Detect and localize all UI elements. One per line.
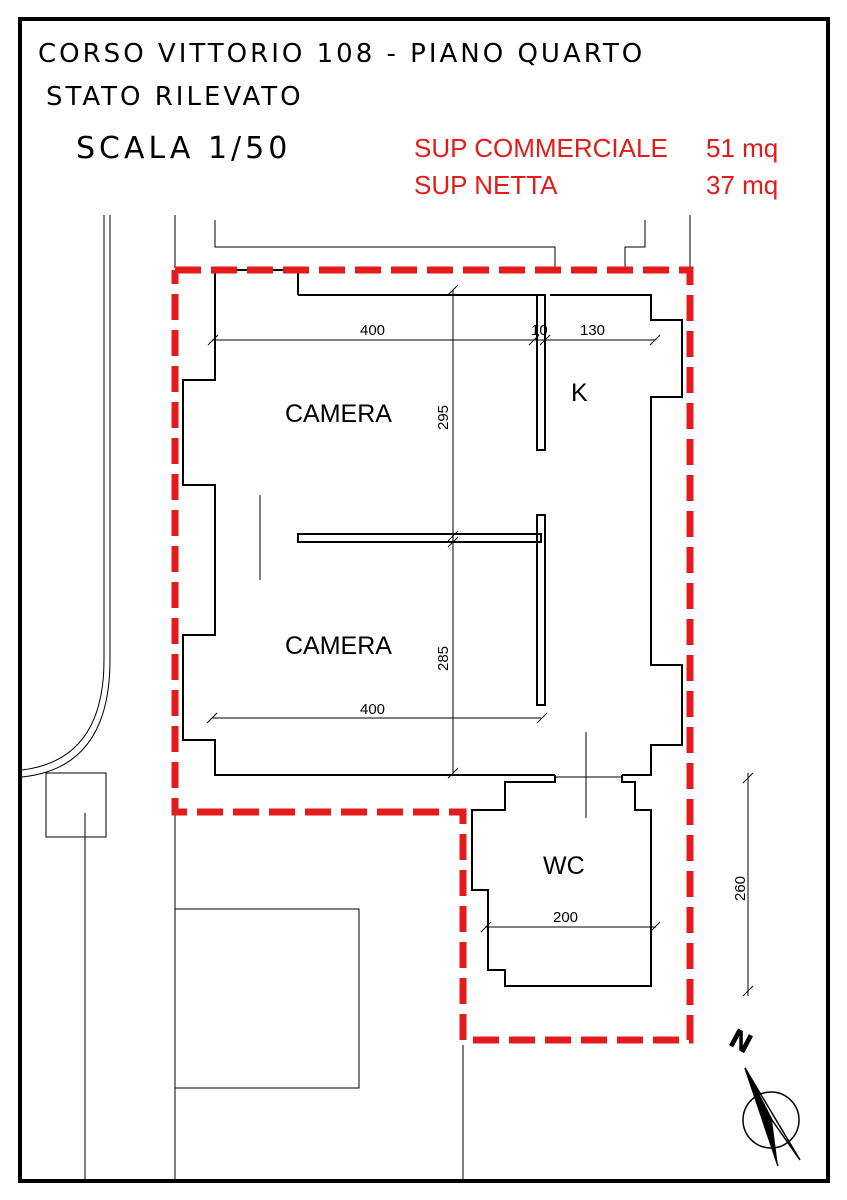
- title-status: STATO RILEVATO: [46, 82, 304, 112]
- dim-kitchen-width: 130: [580, 322, 605, 339]
- apartment-walls: [182, 269, 683, 987]
- room-label-camera-top: CAMERA: [285, 400, 392, 428]
- adjacent-building: [174, 815, 464, 1180]
- dim-wall-width: 10: [531, 322, 548, 339]
- dim-wc-height: 260: [732, 876, 749, 901]
- area-net-label: SUP NETTA: [414, 170, 558, 200]
- area-commercial-label: SUP COMMERCIALE: [414, 133, 668, 163]
- room-label-camera-bottom: CAMERA: [285, 632, 392, 660]
- area-net-value: 37 mq: [706, 170, 778, 200]
- dim-camera-bottom-width: 400: [360, 701, 385, 718]
- upper-neighbour-walls: [174, 215, 691, 268]
- dim-camera-top-height: 295: [435, 405, 452, 430]
- dim-camera-top-width: 400: [360, 322, 385, 339]
- dim-camera-bottom-height: 285: [435, 646, 452, 671]
- room-label-wc: WC: [543, 852, 585, 880]
- dim-wc-width: 200: [553, 909, 578, 926]
- title-scale: SCALA 1/50: [76, 131, 291, 166]
- street-curve: [21, 215, 111, 1180]
- area-commercial-value: 51 mq: [706, 133, 778, 163]
- north-arrow-icon: N: [724, 1024, 801, 1167]
- dimension-lines: [206, 284, 754, 997]
- north-label: N: [724, 1024, 757, 1061]
- commercial-area-boundary: [171, 266, 694, 1044]
- title-address: CORSO VITTORIO 108 - PIANO QUARTO: [38, 39, 645, 69]
- frame-border: [18, 17, 830, 1183]
- room-label-kitchen: K: [571, 379, 588, 407]
